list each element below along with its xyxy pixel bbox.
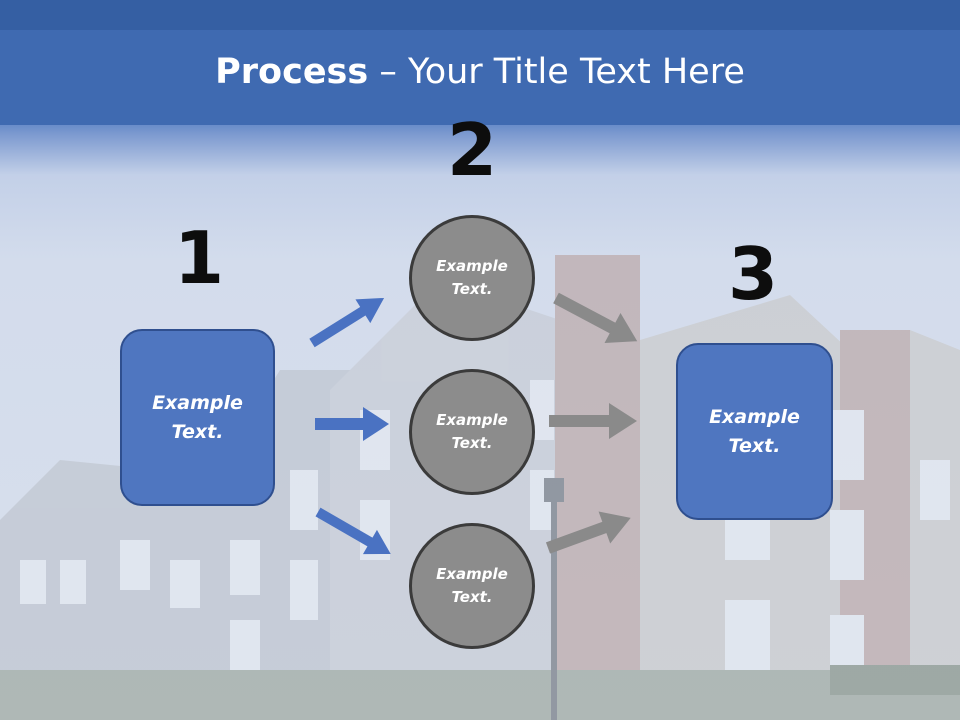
circle-bot-line1: Example — [436, 565, 508, 583]
arrow-blue-up-right — [309, 297, 385, 348]
arrow-grey-right — [549, 403, 637, 439]
arrow-blue-right — [315, 407, 389, 441]
step-1-line2: Text. — [171, 420, 224, 443]
circle-mid-line2: Text. — [451, 434, 493, 452]
circle-mid-line1: Example — [436, 411, 508, 429]
step-number-1: 1 — [173, 216, 225, 300]
title-rest: – Your Title Text Here — [368, 52, 745, 92]
title-bold: Process — [215, 52, 369, 92]
step-number-3: 3 — [727, 232, 779, 316]
circle-top-line1: Example — [436, 257, 508, 275]
circle-bot-line2: Text. — [451, 588, 493, 606]
step-3-line2: Text. — [728, 434, 781, 457]
arrow-blue-down-right — [315, 507, 391, 555]
arrow-grey-down-right — [553, 292, 638, 344]
circle-top-line2: Text. — [451, 280, 493, 298]
step-3-line1: Example — [709, 405, 800, 428]
arrow-grey-up-right — [545, 511, 631, 554]
step-number-2: 2 — [446, 108, 498, 192]
step-1-line1: Example — [152, 391, 243, 414]
slide-title: Process – Your Title Text Here — [0, 52, 960, 92]
